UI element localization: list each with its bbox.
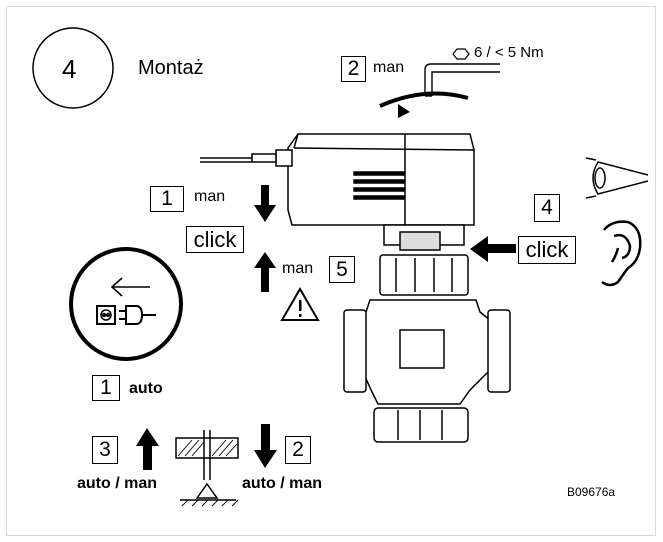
stem-right-mode-label: auto / man bbox=[242, 475, 323, 492]
torque-step-box: 2 bbox=[341, 56, 366, 82]
eye-icon bbox=[585, 157, 649, 199]
rotation-arrowhead-icon bbox=[398, 104, 410, 118]
step5-man-label: man bbox=[282, 260, 314, 277]
torque-spec: 6 / < 5 Nm bbox=[474, 44, 544, 61]
ear-icon bbox=[601, 220, 642, 287]
plug-icon bbox=[119, 305, 156, 325]
stem-illustration bbox=[175, 430, 239, 501]
stem-left-mode-label: auto / man bbox=[77, 475, 158, 492]
torque-mode-label: man bbox=[373, 59, 405, 76]
power-mode-label: auto bbox=[129, 380, 163, 397]
down-arrow-icon bbox=[254, 185, 276, 222]
diagram-frame bbox=[6, 6, 656, 536]
up-arrow-icon bbox=[254, 252, 276, 292]
step-number: 4 bbox=[62, 54, 77, 84]
down-arrow-stem-icon bbox=[254, 424, 277, 468]
stem-left-step-box: 3 bbox=[92, 436, 118, 464]
step-title: Montaż bbox=[138, 57, 204, 79]
step5-box: 5 bbox=[329, 256, 355, 283]
reference-code: B09676a bbox=[567, 485, 616, 499]
click-right-label: click bbox=[518, 236, 576, 264]
left-arrow-icon bbox=[470, 236, 516, 262]
warning-icon bbox=[280, 287, 320, 321]
step1-man-label: man bbox=[194, 188, 226, 205]
step1-man-box: 1 bbox=[150, 186, 184, 212]
power-circle bbox=[69, 247, 183, 361]
socket-icon bbox=[96, 305, 116, 325]
ground-hatch bbox=[181, 499, 239, 507]
rotation-arrow-icon bbox=[379, 91, 469, 108]
hex-key-icon bbox=[424, 63, 500, 97]
stem-hatch bbox=[177, 439, 238, 457]
step4-box: 4 bbox=[534, 194, 560, 222]
hex-nut-icon bbox=[452, 48, 470, 60]
actuator-illustration bbox=[200, 133, 475, 296]
valve-body-illustration bbox=[343, 299, 511, 443]
click-left-label: click bbox=[186, 226, 244, 253]
up-arrow-stem-icon bbox=[136, 428, 159, 470]
left-arrow-thin-icon bbox=[110, 277, 150, 297]
step-circle bbox=[32, 27, 114, 109]
power-step-box: 1 bbox=[92, 375, 120, 401]
stem-right-step-box: 2 bbox=[285, 436, 311, 464]
